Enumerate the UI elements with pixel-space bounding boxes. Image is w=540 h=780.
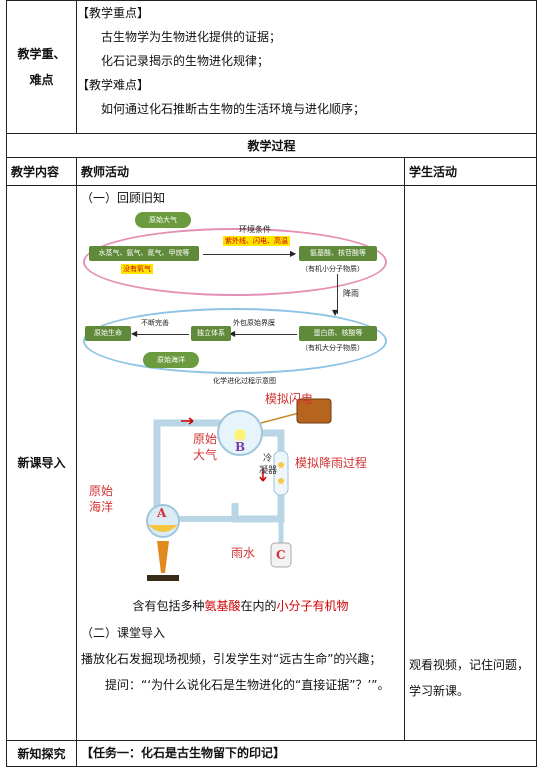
label-rainwater: 雨水 <box>231 546 256 560</box>
cloud-primitive-ocean: 原始海洋 <box>143 352 199 368</box>
student-activity-text: 观看视频，记住问题，学习新课。 <box>409 658 530 698</box>
question-text: 提问：“‘为什么说化石是生物进化的“直接证据”？’”。 <box>105 678 390 692</box>
process-title-row: 教学过程 <box>5 133 538 158</box>
header-teacher: 教师活动 <box>76 157 405 186</box>
caption-part-3: 在内的 <box>240 599 277 613</box>
miller-experiment-diagram: 模拟闪电 原始 大气 B 冷 凝器 模拟降雨过程 原始 海洋 A 雨水 C <box>85 392 385 593</box>
top-ellipse <box>83 228 387 296</box>
label-atmos-2: 大气 <box>193 448 218 462</box>
caption-part-2: 氨基酸 <box>204 599 241 613</box>
header-student: 学生活动 <box>403 157 538 186</box>
apparatus-illustration <box>146 398 332 581</box>
small-note: （有机小分子物质） <box>301 265 364 273</box>
arrow-1-head: ▶ <box>290 249 297 258</box>
electrode-wire <box>260 412 300 424</box>
explore-label: 新知探究 <box>6 740 77 767</box>
caption-part-4: 小分子有机物 <box>276 599 349 613</box>
section-review: （一）回顾旧知 <box>81 191 166 205</box>
caption-part-1: 含有包括多种 <box>132 599 205 613</box>
process-title: 教学过程 <box>5 133 538 158</box>
large-note: （有机大分子物质） <box>301 344 364 352</box>
box-small-molecules: 氨基酸、核苷酸等 <box>299 246 377 261</box>
drop-1 <box>278 462 284 468</box>
label-lightning: 模拟闪电 <box>265 392 314 406</box>
diagram1-caption: 化学进化过程示意图 <box>213 377 276 385</box>
intro-student: 观看视频，记住问题，学习新课。 <box>403 185 538 741</box>
focus-row: 教学重、难点 【教学重点】 古生物学为生物进化提供的证据； 化石记录揭示的生物进… <box>6 0 538 134</box>
header-content: 教学内容 <box>6 157 77 186</box>
label-c: C <box>276 548 286 562</box>
label-atmos-1: 原始 <box>193 432 218 446</box>
arrow-2-head: ◀ <box>229 329 236 338</box>
ocean-liquid <box>148 525 178 532</box>
difficult-item-1: 如何通过化石推断古生物的生活环境与进化顺序； <box>101 102 366 116</box>
arrow-3 <box>135 334 189 335</box>
burner-base <box>147 575 179 581</box>
box-system: 独立体系 <box>191 326 231 341</box>
diagram2-caption: 含有包括多种氨基酸在内的小分子有机物 <box>77 597 404 614</box>
section-intro: （二）课堂导入 <box>81 626 166 640</box>
label-rain-sim: 模拟降雨过程 <box>295 456 368 470</box>
condition-label: 环境条件 <box>239 225 271 234</box>
key-item-1: 古生物学为生物进化提供的证据； <box>101 30 282 44</box>
arrow-down-line <box>337 274 338 314</box>
play-video-text: 播放化石发掘现场视频，引发学生对“远古生命”的兴趣； <box>81 652 382 666</box>
task-1-heading: 【任务一：化石是古生物留下的印记】 <box>75 740 538 767</box>
difficult-heading: 【教学难点】 <box>77 78 150 92</box>
rain-label: 降雨 <box>343 289 359 298</box>
drop-2 <box>278 478 284 484</box>
header-row: 教学内容 教师活动 学生活动 <box>6 157 538 186</box>
arrow-3-head: ◀ <box>131 329 138 338</box>
bottom-ellipse <box>83 308 387 374</box>
intro-label: 新课导入 <box>6 185 77 741</box>
key-item-2: 化石记录揭示的生物进化规律； <box>101 54 270 68</box>
flame <box>157 541 169 573</box>
box-large-molecules: 蛋白质、核酸等 <box>299 326 377 341</box>
cloud-primitive-atmosphere: 原始大气 <box>135 212 191 228</box>
right-tube <box>231 429 285 523</box>
box-primitive-life: 原始生命 <box>85 326 131 341</box>
key-heading: 【教学重点】 <box>77 6 150 20</box>
condenser <box>273 450 289 496</box>
arrow-1 <box>203 254 293 255</box>
power-supply <box>296 398 332 424</box>
flask-c <box>270 542 292 568</box>
label-a: A <box>157 506 167 520</box>
spark <box>234 429 246 441</box>
no-oxygen: 没有氧气 <box>121 264 153 274</box>
label-cond-1: 冷 <box>263 454 273 464</box>
condition-value: 紫外线、闪电、高温 <box>223 236 290 246</box>
label-cond-2: 凝器 <box>259 466 278 476</box>
label-ocean-1: 原始 <box>89 484 114 498</box>
box-gases: 水蒸气、氨气、氮气、甲烷等 <box>89 246 199 261</box>
focus-content: 【教学重点】 古生物学为生物进化提供的证据； 化石记录揭示的生物进化规律； 【教… <box>75 0 538 134</box>
lesson-table: 教学重、难点 【教学重点】 古生物学为生物进化提供的证据； 化石记录揭示的生物进… <box>5 0 538 767</box>
improve-label: 不断完善 <box>141 319 169 327</box>
label-ocean-2: 海洋 <box>89 500 114 514</box>
explore-row: 新知探究 【任务一：化石是古生物留下的印记】 <box>6 740 538 767</box>
chemical-evolution-diagram: 原始大气 水蒸气、氨气、氮气、甲烷等 没有氧气 环境条件 紫外线、闪电、高温 ▶… <box>81 212 391 387</box>
focus-label: 教学重、难点 <box>6 0 77 134</box>
intro-row: 新课导入 （一）回顾旧知 原始大气 水蒸气、氨气、氮气、甲烷等 没有氧气 环境条… <box>6 185 538 741</box>
intro-teacher: （一）回顾旧知 原始大气 水蒸气、氨气、氮气、甲烷等 没有氧气 环境条件 紫外线… <box>76 185 405 741</box>
left-tube <box>153 419 225 523</box>
flow-arrow-2-head <box>259 476 267 482</box>
arrow-2 <box>233 334 297 335</box>
label-b: B <box>235 440 246 454</box>
flow-arrow-1-head <box>188 417 194 425</box>
arrow-down-head: ▼ <box>332 308 339 317</box>
membrane-label: 外包原始界膜 <box>233 319 275 327</box>
